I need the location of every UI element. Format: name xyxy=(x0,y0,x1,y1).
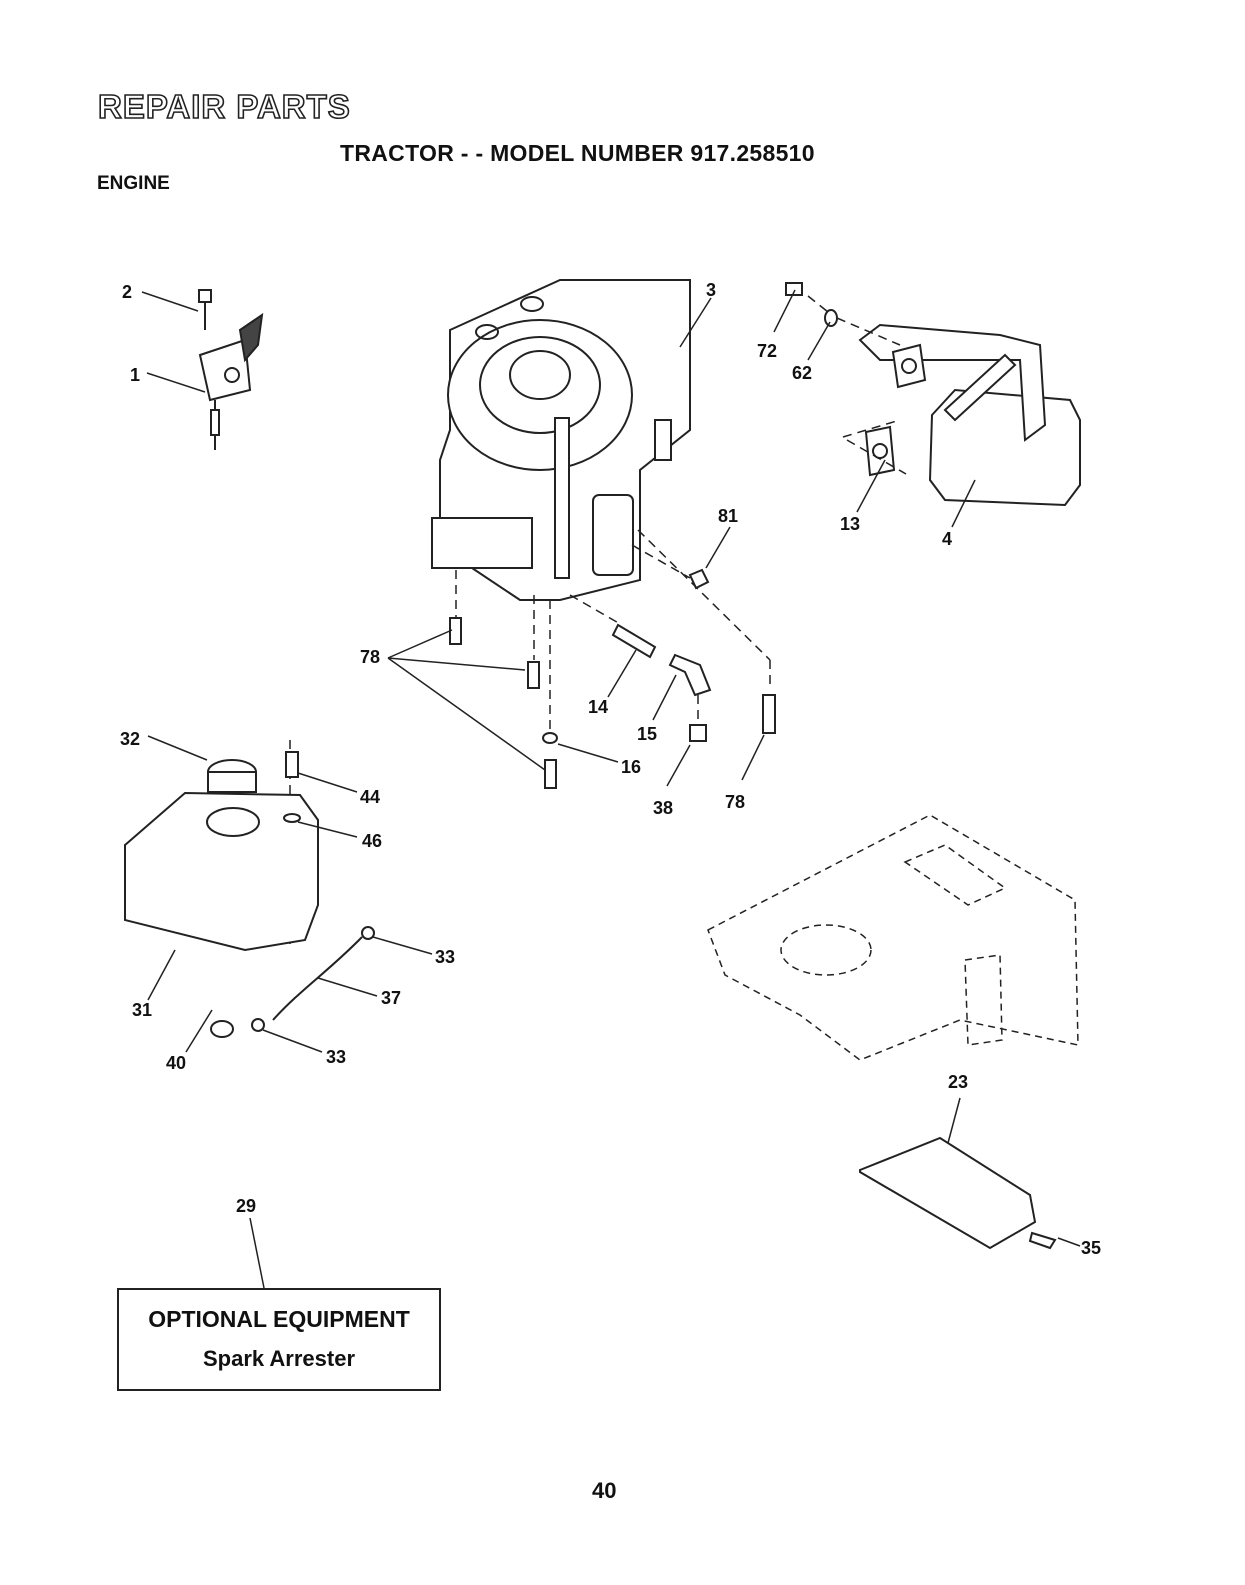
muffler-drawing xyxy=(786,283,1080,505)
page-number: 40 xyxy=(592,1478,616,1504)
callout-33-a: 33 xyxy=(435,947,455,967)
callout-40: 40 xyxy=(166,1053,186,1073)
optional-equipment-title: OPTIONAL EQUIPMENT xyxy=(119,1306,439,1333)
callout-78-a: 78 xyxy=(360,647,380,667)
callout-78-b: 78 xyxy=(725,792,745,812)
frame-drawing xyxy=(708,815,1078,1060)
callout-14: 14 xyxy=(588,697,608,717)
callout-46: 46 xyxy=(362,831,382,851)
fuel-tank-drawing xyxy=(125,752,374,1037)
callout-37: 37 xyxy=(381,988,401,1008)
engine-drawing xyxy=(432,280,690,600)
optional-equipment-box: OPTIONAL EQUIPMENT Spark Arrester xyxy=(117,1288,441,1391)
callout-38: 38 xyxy=(653,798,673,818)
callout-16: 16 xyxy=(621,757,641,777)
callout-2: 2 xyxy=(122,282,132,302)
callout-32: 32 xyxy=(120,729,140,749)
callout-81: 81 xyxy=(718,506,738,526)
callout-35: 35 xyxy=(1081,1238,1101,1258)
callout-15: 15 xyxy=(637,724,657,744)
callout-44: 44 xyxy=(360,787,380,807)
callout-3: 3 xyxy=(706,280,716,300)
callout-72: 72 xyxy=(757,341,777,361)
throttle-control-drawing xyxy=(199,290,262,450)
callout-13: 13 xyxy=(840,514,860,534)
spark-arrester-label: Spark Arrester xyxy=(119,1346,439,1372)
callout-62: 62 xyxy=(792,363,812,383)
callout-4: 4 xyxy=(942,529,952,549)
heat-shield-drawing xyxy=(860,1138,1055,1248)
engine-hardware-drawing xyxy=(450,570,775,788)
callout-33-b: 33 xyxy=(326,1047,346,1067)
callout-23: 23 xyxy=(948,1072,968,1092)
callout-1: 1 xyxy=(130,365,140,385)
callout-29: 29 xyxy=(236,1196,256,1216)
callout-31: 31 xyxy=(132,1000,152,1020)
